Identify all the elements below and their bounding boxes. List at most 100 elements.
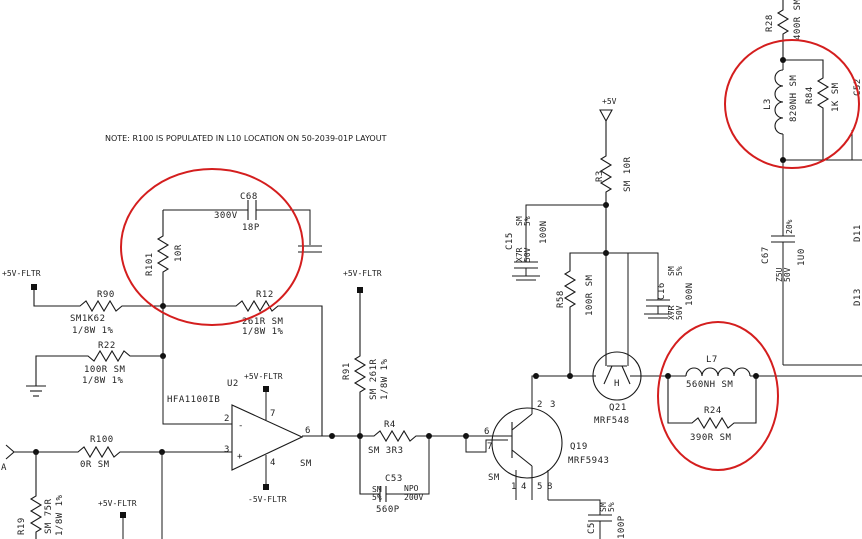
q19-pin4: 4 — [521, 482, 527, 492]
r12-resistor: R12 261R SM 1/8W 1% — [163, 290, 323, 436]
r12-spec: 1/8W 1% — [242, 327, 284, 337]
r28-ref: R28 — [765, 14, 775, 32]
rail-flt-a-terminal — [31, 284, 37, 290]
c5-ref: C5 — [587, 522, 597, 534]
r3-value: SM 10R — [623, 156, 633, 192]
l3-value: 820NH SM — [789, 75, 799, 122]
c68-voltage: 300V — [214, 211, 238, 221]
c16-c: X7R — [667, 305, 676, 320]
q21-pin: H — [614, 379, 620, 389]
r90-resistor: R90 SM1K62 1/8W 1% — [33, 290, 163, 336]
c15-ref: C15 — [505, 232, 515, 250]
u2-package: SM — [300, 459, 312, 469]
q19-transistor: 2 3 6 7 1 4 5 8 Q19 MRF5943 SM — [465, 375, 609, 500]
r19-ref: R19 — [17, 517, 27, 535]
highlight-circle — [724, 39, 860, 169]
rail-flt-c-terminal — [357, 287, 363, 293]
c67-c: 50V — [783, 267, 792, 282]
q21-part: MRF548 — [594, 416, 630, 426]
r4-resistor: R4 SM 3R3 — [360, 420, 466, 456]
r90-ref: R90 — [97, 290, 115, 300]
r84-resistor: R84 1K SM — [783, 59, 841, 161]
c15-c: X7R — [515, 247, 524, 262]
r91-value: SM 261R — [369, 358, 379, 400]
r28-value: 400R SM — [793, 0, 803, 40]
r22-resistor: R22 100R SM 1/8W 1% — [26, 306, 164, 397]
c68-ref: C68 — [240, 192, 258, 202]
rail-p5v-label: +5V — [602, 97, 617, 106]
q19-pin5: 5 — [537, 482, 543, 492]
l7-value: 560NH SM — [686, 380, 733, 390]
r3-ref: R3 — [595, 170, 605, 182]
c67-b: Z5U — [775, 267, 784, 282]
u2-pin7: 7 — [270, 409, 276, 419]
u2-opamp: U2 HFA1100IB +5V-FLTR -5V-FLTR 2 3 4 7 6… — [162, 356, 360, 504]
c16-b: 5% — [675, 266, 684, 276]
r24-resistor: R24 390R SM — [667, 376, 757, 443]
rail-p5v: +5V — [599, 97, 617, 123]
d11-ref: D11 — [853, 224, 862, 242]
c67-capacitor: C67 20% Z5U 50V 1U0 — [761, 160, 807, 365]
q19-pin1: 1 — [511, 482, 517, 492]
c15-a: SM — [515, 216, 524, 226]
c16-ref: C16 — [657, 282, 667, 300]
r24-value: 390R SM — [690, 433, 732, 443]
q19-pin3: 3 — [550, 400, 556, 410]
c53-c: NPO — [404, 484, 419, 493]
c15-d: 50V — [523, 247, 532, 262]
r19-value: SM 75R — [44, 498, 54, 534]
junction-dot — [329, 433, 335, 439]
r22-spec: 1/8W 1% — [82, 376, 124, 386]
r24-ref: R24 — [704, 406, 722, 416]
q19-part: MRF5943 — [568, 456, 609, 466]
r58-value: 100R SM — [585, 274, 595, 316]
u2-pin3: 3 — [224, 445, 230, 455]
r91-ref: R91 — [342, 362, 352, 380]
r19-spec: 1/8W 1% — [55, 494, 65, 536]
d13-ref: D13 — [853, 288, 862, 306]
r4-ref: R4 — [384, 420, 396, 430]
rail-flt-a: +5V-FLTR — [2, 269, 41, 290]
layout-note: NOTE: R100 IS POPULATED IN L10 LOCATION … — [105, 134, 387, 143]
c53-d: 200V — [404, 493, 423, 502]
q19-pin8: 8 — [547, 482, 553, 492]
r12-value: 261R SM — [242, 317, 284, 327]
c15-capacitor: C15 SM 5% X7R 50V 100N — [505, 204, 606, 281]
u2-part: HFA1100IB — [167, 395, 220, 405]
c53-b: 5% — [372, 493, 382, 502]
u2-pin4: 4 — [270, 458, 276, 468]
l3-ref: L3 — [763, 98, 773, 110]
c53-value: 560P — [376, 505, 400, 515]
r84-value: 1K SM — [831, 82, 841, 112]
c16-value: 100N — [685, 282, 695, 306]
r28-resistor: R28 400R SM — [765, 0, 803, 60]
junction-dot — [780, 57, 786, 63]
l3-inductor: L3 820NH SM — [763, 60, 799, 160]
r91-resistor: R91 SM 261R 1/8W 1% — [342, 293, 390, 495]
rail-flt-a-label: +5V-FLTR — [2, 269, 41, 278]
q19-package: SM — [488, 473, 500, 483]
u2-pin2: 2 — [224, 414, 230, 424]
highlight-circle — [657, 321, 779, 471]
c67-a: 20% — [785, 219, 794, 234]
r100-value: 0R SM — [80, 460, 110, 470]
c67-ref: C67 — [761, 246, 771, 264]
rail-flt-b-label: +5V-FLTR — [244, 372, 283, 381]
r100-resistor: R100 0R SM — [36, 435, 232, 470]
highlight-circle — [120, 168, 304, 326]
q21-transistor: H Q21 MRF548 — [592, 253, 680, 426]
q19-ref: Q19 — [570, 442, 588, 452]
rail-neg-a-label: -5V-FLTR — [248, 495, 287, 504]
rail-flt-c-label: +5V-FLTR — [343, 269, 382, 278]
rail-flt-c: +5V-FLTR — [343, 269, 382, 293]
c68-capacitor: C68 300V 18P — [214, 192, 322, 253]
u2-vminus-terminal — [263, 484, 269, 490]
q19-pin7: 7 — [487, 442, 493, 452]
u2-pin6: 6 — [305, 426, 311, 436]
c53-ref: C53 — [385, 474, 403, 484]
r101-resistor: R101 10R — [145, 209, 248, 306]
r100-ref: R100 — [90, 435, 114, 445]
r4-value: SM 3R3 — [368, 446, 404, 456]
r22-value: 100R SM — [84, 365, 126, 375]
u2-vplus-terminal — [263, 386, 269, 392]
